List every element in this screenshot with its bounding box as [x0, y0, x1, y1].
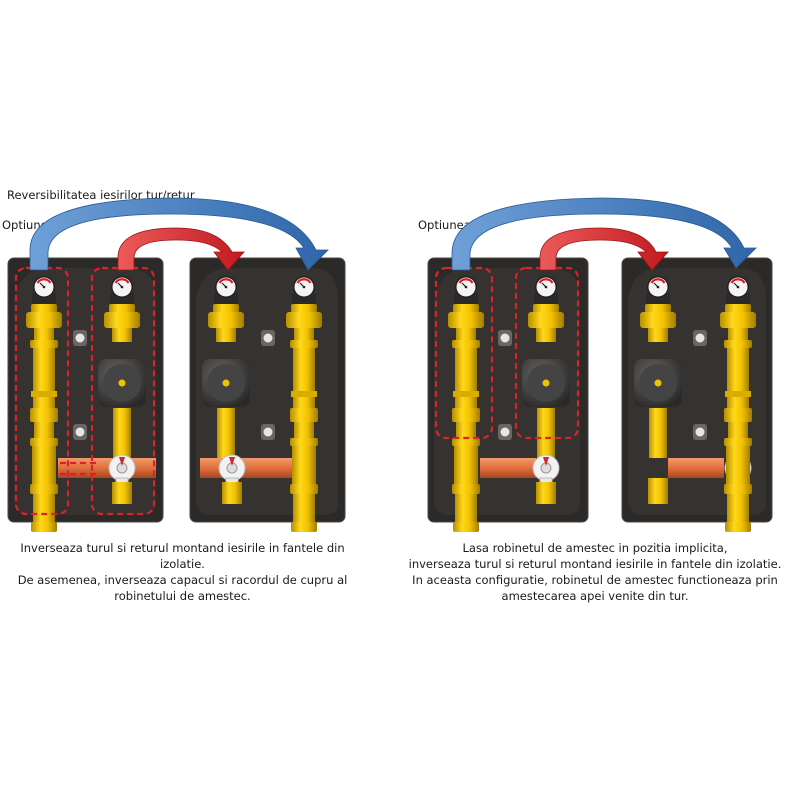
circulation-pump-icon — [522, 359, 570, 407]
caption-line: Inverseaza turul si returul montand iesi… — [20, 541, 345, 571]
option1-caption: Inverseaza turul si returul montand iesi… — [0, 540, 365, 604]
caption-line: robinetului de amestec. — [114, 589, 251, 603]
bracket-stud — [73, 330, 87, 346]
circulation-pump-icon — [634, 359, 682, 407]
bracket-stud — [693, 424, 707, 440]
supply-column-right — [208, 274, 244, 342]
bracket-stud — [261, 424, 275, 440]
supply-column-left — [104, 274, 140, 342]
bracket-stud — [693, 330, 707, 346]
caption-line: amestecarea apei venite din tur. — [501, 589, 689, 603]
bracket-stud — [73, 424, 87, 440]
red-arrow-icon — [539, 227, 669, 271]
caption-line: inverseaza turul si returul montand iesi… — [408, 557, 782, 571]
blue-arrow-icon — [29, 197, 329, 271]
option2-diagram — [427, 197, 773, 532]
supply-column-right — [640, 274, 676, 342]
option2-caption: Lasa robinetul de amestec in pozitia imp… — [400, 540, 790, 604]
caption-line: Lasa robinetul de amestec in pozitia imp… — [462, 541, 728, 555]
circulation-pump-icon — [202, 359, 250, 407]
caption-line: De asemenea, inverseaza capacul si racor… — [17, 573, 348, 587]
blue-arrow-icon — [451, 197, 757, 271]
caption-line: In aceasta configuratie, robinetul de am… — [412, 573, 778, 587]
bracket-stud — [498, 330, 512, 346]
bracket-stud — [261, 330, 275, 346]
option1-diagram — [7, 197, 346, 532]
bracket-stud — [498, 424, 512, 440]
circulation-pump-icon — [98, 359, 146, 407]
red-arrow-icon — [117, 227, 245, 271]
dashed-outline-return — [434, 266, 494, 440]
supply-column-left — [528, 274, 564, 342]
